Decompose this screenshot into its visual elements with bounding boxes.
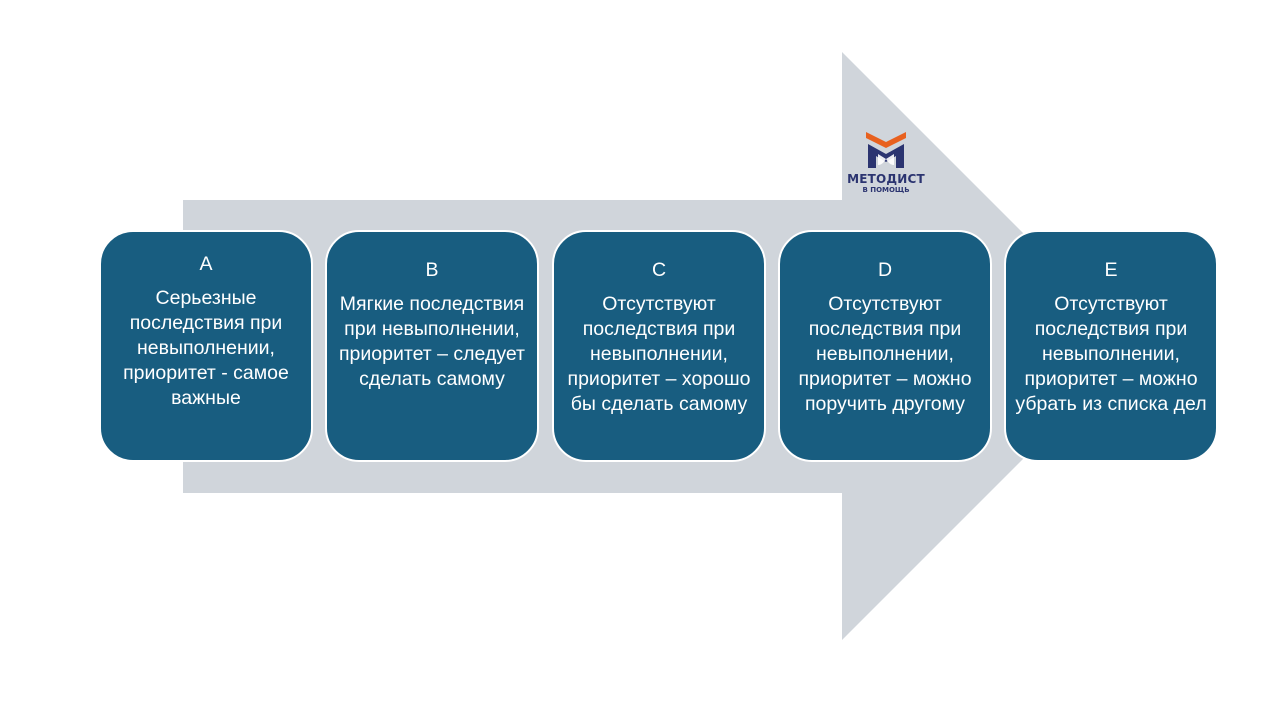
step-description: Отсутствуют последствия при невыполнении… xyxy=(798,293,972,415)
step-letter: D xyxy=(877,259,893,281)
step-letter: E xyxy=(1104,259,1118,281)
logo-tagline: В ПОМОЩЬ xyxy=(862,186,910,194)
step-card-a: A Серьезные последствия при невыполнении… xyxy=(99,230,313,462)
step-description: Отсутствуют последствия при невыполнении… xyxy=(1015,293,1207,415)
step-description: Отсутствуют последствия при невыполнении… xyxy=(567,293,751,415)
logo-name: МЕТОДИСТ xyxy=(847,172,925,186)
step-description: Мягкие последствия при невыполнении, при… xyxy=(339,293,525,390)
step-letter: B xyxy=(425,259,439,281)
step-letter: C xyxy=(651,259,667,281)
metodist-logo: МЕТОДИСТ В ПОМОЩЬ xyxy=(846,128,926,204)
step-description: Серьезные последствия при невыполнении, … xyxy=(123,287,289,409)
m-monogram-logo-icon xyxy=(866,132,906,168)
step-card-b: B Мягкие последствия при невыполнении, п… xyxy=(325,230,539,462)
step-card-c: C Отсутствуют последствия при невыполнен… xyxy=(552,230,766,462)
step-card-d: D Отсутствуют последствия при невыполнен… xyxy=(778,230,992,462)
step-letter: A xyxy=(199,253,213,275)
step-card-e: E Отсутствуют последствия при невыполнен… xyxy=(1004,230,1218,462)
